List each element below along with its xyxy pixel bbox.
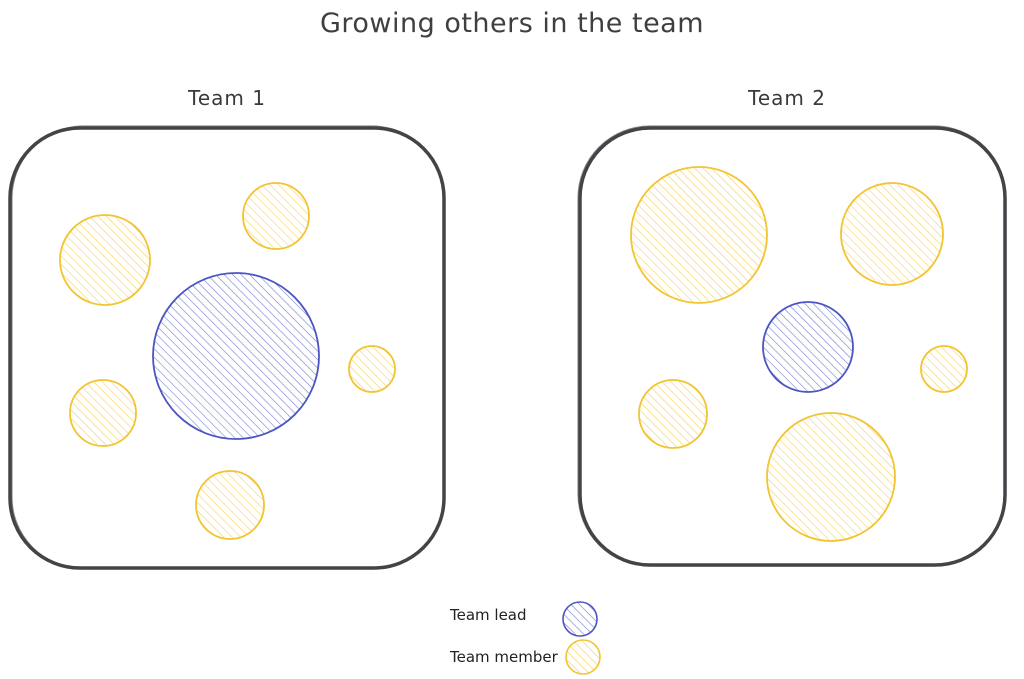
- team-1-lead: [152, 272, 320, 440]
- team-2-member-4: [638, 379, 708, 449]
- team-1-member-4: [69, 379, 137, 447]
- team-2-member-1: [630, 166, 768, 304]
- legend-member-label: Team member: [450, 648, 558, 666]
- team-1-members: [59, 182, 396, 540]
- team-1-box: [8, 125, 446, 570]
- team-1-member-3: [348, 345, 396, 393]
- team-2-member-2: [840, 182, 944, 286]
- team-1-member-2: [242, 182, 310, 250]
- legend-lead-swatch: [562, 601, 598, 637]
- legend-member-swatch: [565, 639, 601, 675]
- diagram-title: Growing others in the team: [319, 8, 705, 39]
- team-2-member-3: [920, 345, 968, 393]
- team-2-lead: [762, 301, 854, 393]
- team-1-member-5: [195, 470, 265, 540]
- team-1-label: Team 1: [188, 86, 266, 110]
- team-2-label: Team 2: [748, 86, 826, 110]
- team-2-member-5: [766, 412, 896, 542]
- legend-lead-label: Team lead: [450, 606, 527, 624]
- team-2-box: [577, 125, 1007, 567]
- team-2-members: [630, 166, 968, 542]
- team-1-member-1: [59, 214, 151, 306]
